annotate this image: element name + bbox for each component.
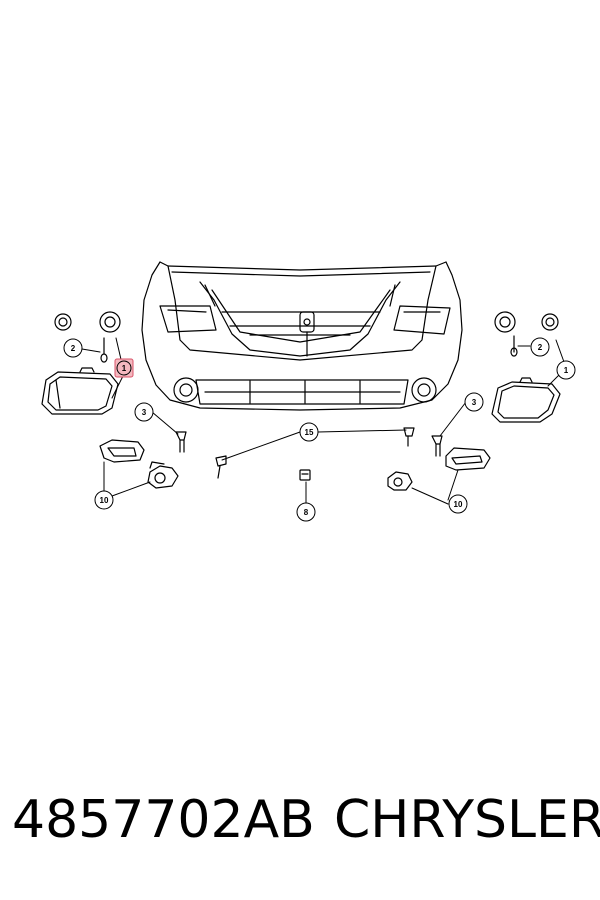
callout-label: 15: [305, 428, 314, 437]
callout-8[interactable]: 8: [296, 502, 316, 522]
callout-label: 2: [538, 343, 543, 352]
right-push-pin: [431, 435, 443, 457]
right-screw: [403, 427, 415, 447]
front-bumper-fascia: [141, 261, 463, 411]
callout-label: 10: [454, 500, 463, 509]
callout-label: 3: [142, 408, 147, 417]
callout-2-left[interactable]: 2: [63, 338, 83, 358]
callout-10-right[interactable]: 10: [448, 494, 468, 514]
footer: 4857702AB CHRYSLER: [0, 790, 600, 870]
callout-label: 1: [122, 364, 127, 373]
leader-lines: [81, 337, 565, 505]
callout-label: 10: [100, 496, 109, 505]
callout-3-left[interactable]: 3: [134, 402, 154, 422]
callout-15[interactable]: 15: [299, 422, 319, 442]
right-fog-bracket: [387, 447, 491, 491]
part-number: 4857702AB: [12, 790, 315, 850]
left-fog-lamp-bezel: [41, 367, 119, 415]
center-clip: [299, 469, 311, 481]
callout-group: 1 1 2 2 3 3 15 8: [63, 337, 576, 522]
left-screw: [215, 455, 227, 479]
callout-1-right[interactable]: 1: [556, 360, 576, 380]
left-small-parts: [54, 311, 121, 363]
callout-label: 1: [564, 366, 569, 375]
callout-label: 8: [304, 508, 309, 517]
callout-10-left[interactable]: 10: [94, 490, 114, 510]
callout-3-right[interactable]: 3: [464, 392, 484, 412]
callout-label: 3: [472, 398, 477, 407]
callout-2-right[interactable]: 2: [530, 337, 550, 357]
right-small-parts: [494, 311, 559, 357]
callout-label: 2: [71, 344, 76, 353]
left-push-pin: [175, 431, 187, 453]
right-fog-lamp-bezel: [491, 377, 561, 423]
parts-diagram: 1 1 2 2 3 3 15 8: [41, 261, 576, 522]
brand-name: CHRYSLER: [334, 790, 600, 850]
left-fog-bracket: [99, 439, 179, 489]
callout-1-left[interactable]: 1: [114, 358, 134, 378]
